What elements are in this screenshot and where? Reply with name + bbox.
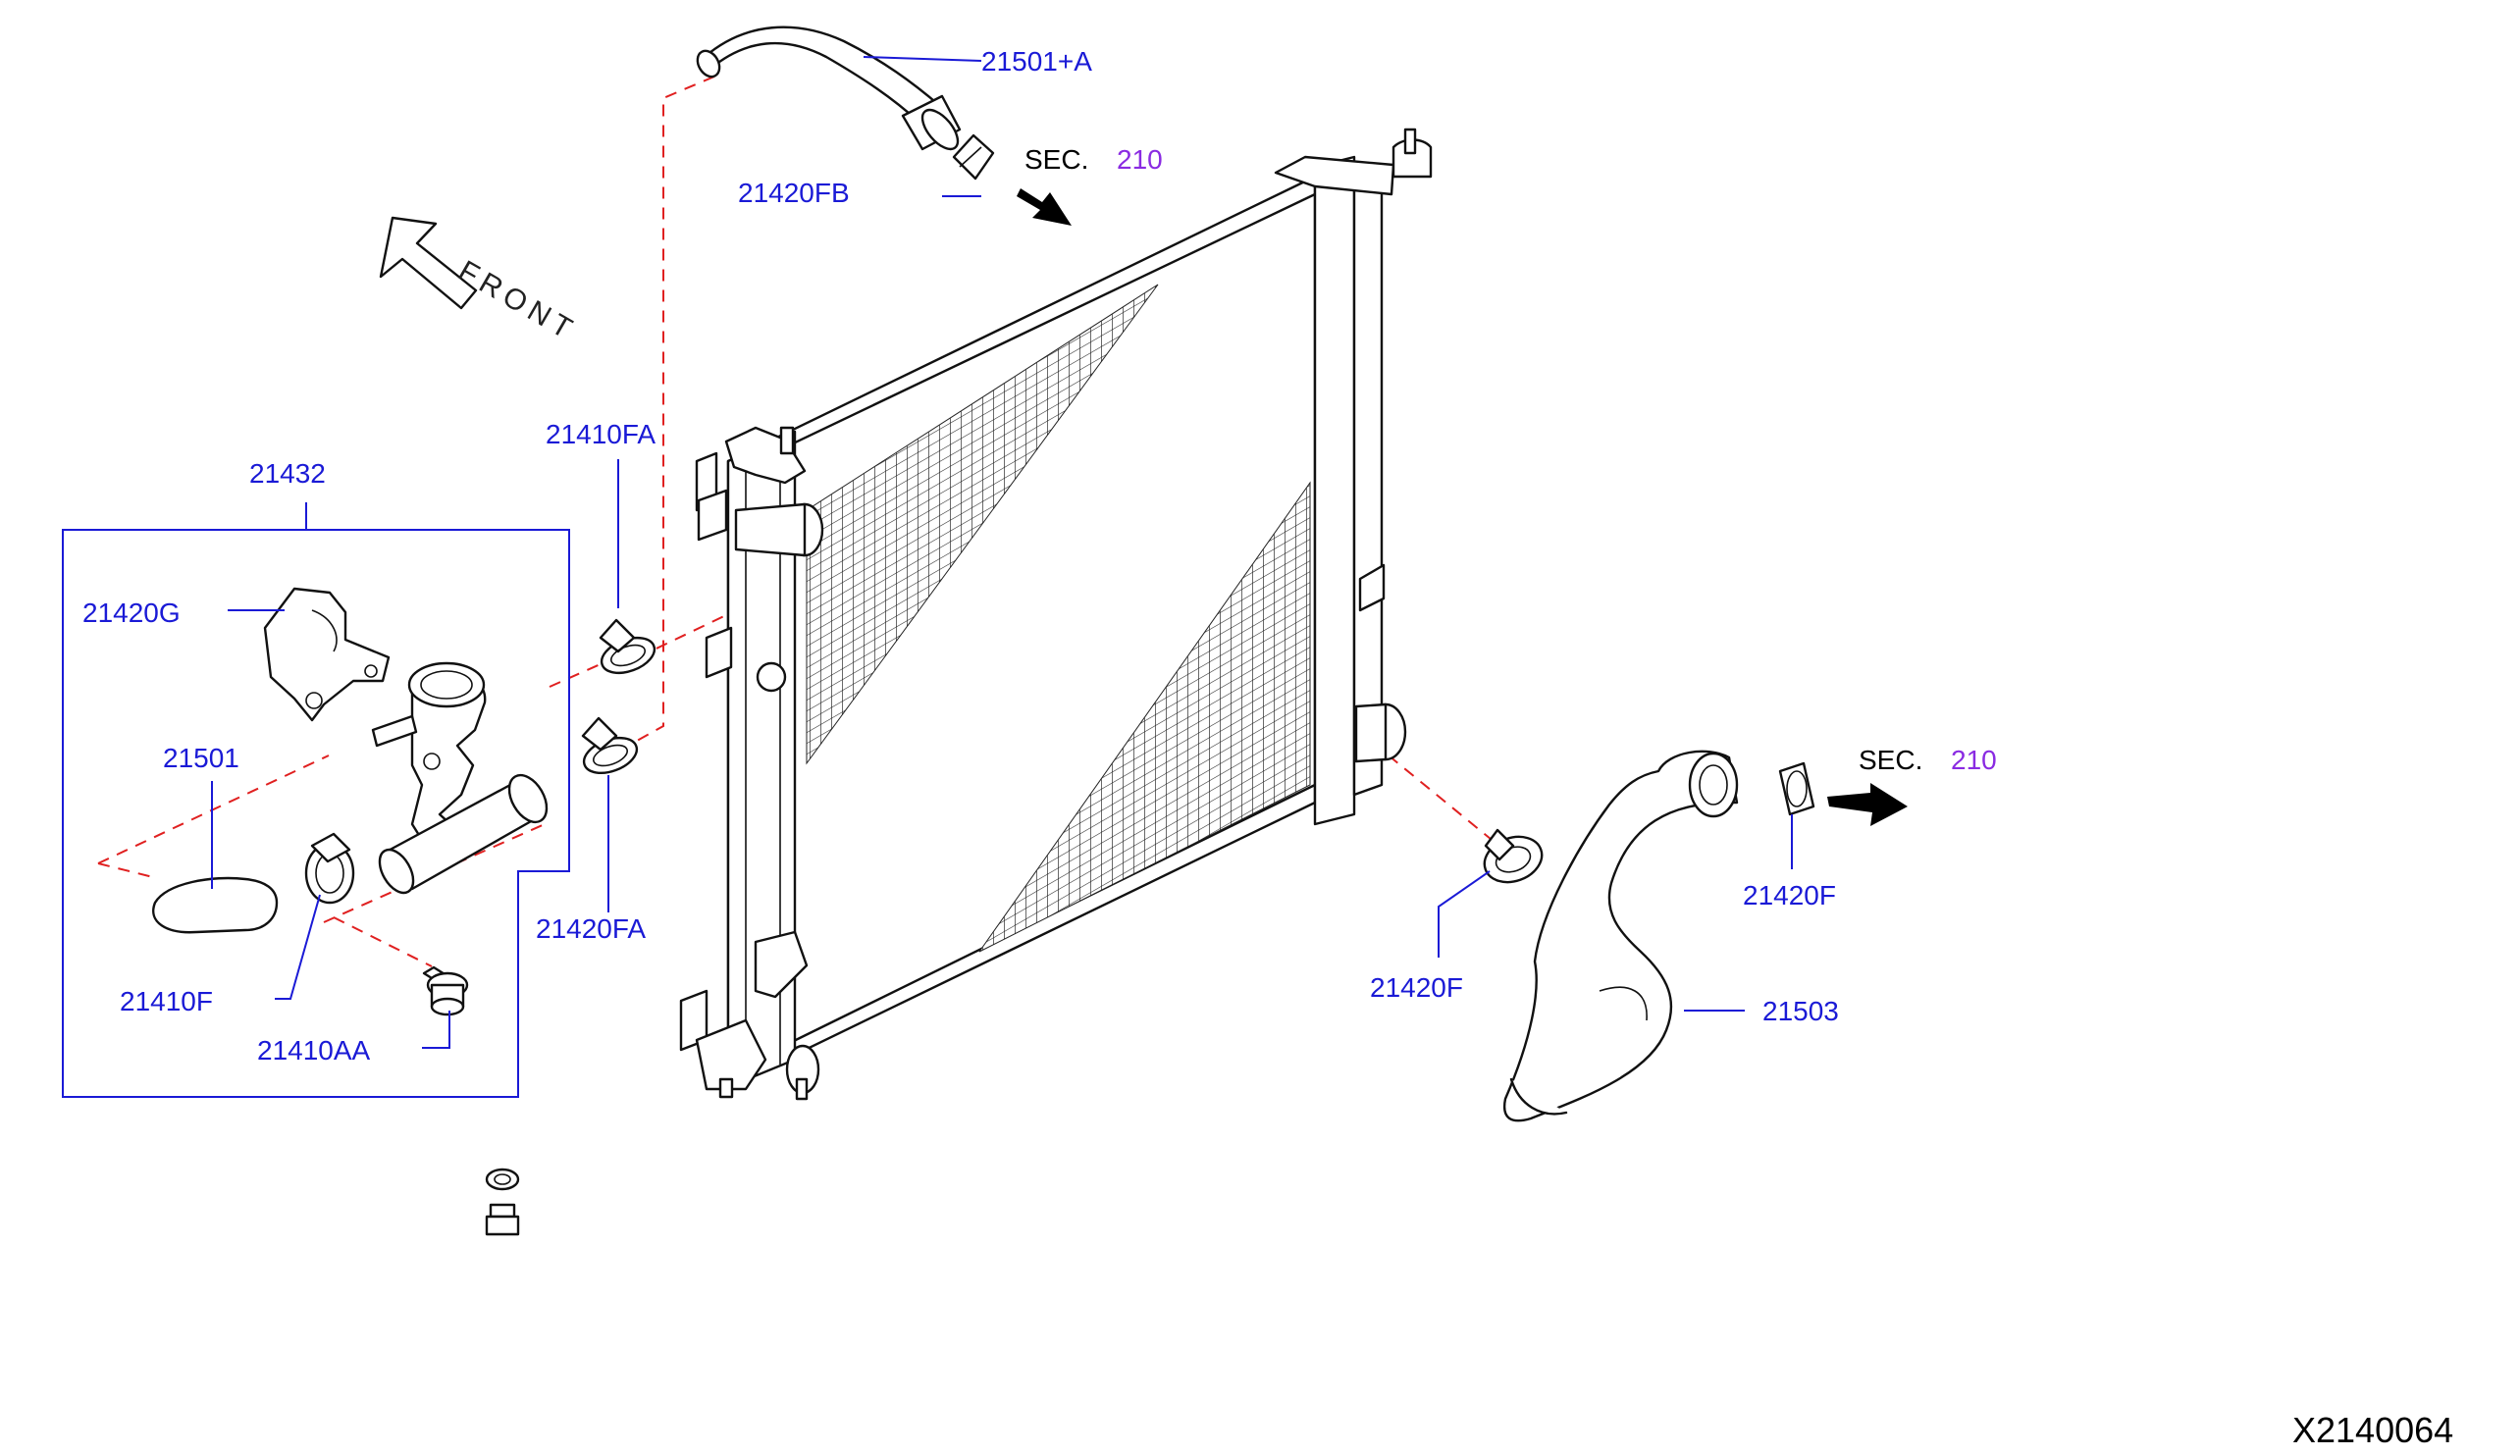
- label-sec-upper-number: 210: [1117, 144, 1163, 175]
- filler-neck: [371, 661, 549, 895]
- clip-21410fa: [599, 618, 656, 675]
- front-label: FRONT: [453, 254, 583, 347]
- leader-lines: [211, 56, 1793, 1049]
- clamp-21410f: [304, 832, 355, 905]
- label-21420fa: 21420FA: [536, 913, 646, 944]
- bolt-21410aa: [422, 965, 469, 1016]
- upper-radiator-hose: [696, 26, 962, 151]
- assembly-21432-box: [62, 529, 570, 1098]
- label-21420fb: 21420FB: [738, 178, 850, 208]
- lower-clamp-right: [1778, 761, 1815, 816]
- bracket-21420g: [263, 587, 391, 722]
- label-21410fa: 21410FA: [546, 419, 656, 449]
- label-21410aa: 21410AA: [257, 1035, 371, 1066]
- upper-hose-clamp: [952, 133, 995, 181]
- label-21501a: 21501+A: [981, 46, 1092, 77]
- front-arrow-icon: FRONT: [379, 216, 583, 348]
- label-sec-upper: SEC.: [1024, 144, 1088, 175]
- label-21410f: 21410F: [120, 986, 213, 1016]
- sec-lower-arrow-icon: [1827, 783, 1908, 826]
- diagram-reference-number: X2140064: [2292, 1410, 2453, 1450]
- label-21432: 21432: [249, 458, 326, 489]
- drain-plug: [485, 1168, 520, 1236]
- label-21420f-left: 21420F: [1370, 972, 1463, 1003]
- sec-upper-arrow-icon: [1017, 188, 1072, 226]
- small-hose-21501: [152, 876, 279, 934]
- label-21501: 21501: [163, 743, 239, 773]
- radiator-core: [679, 128, 1433, 1101]
- clip-21420fa: [581, 716, 639, 775]
- label-21503: 21503: [1762, 996, 1839, 1026]
- label-21420g: 21420G: [82, 598, 181, 628]
- label-sec-lower: SEC.: [1859, 745, 1922, 775]
- lower-radiator-hose: [1502, 750, 1739, 1122]
- lower-clamp-left: [1483, 828, 1544, 884]
- label-21420f-right: 21420F: [1743, 880, 1836, 910]
- label-sec-lower-number: 210: [1951, 745, 1997, 775]
